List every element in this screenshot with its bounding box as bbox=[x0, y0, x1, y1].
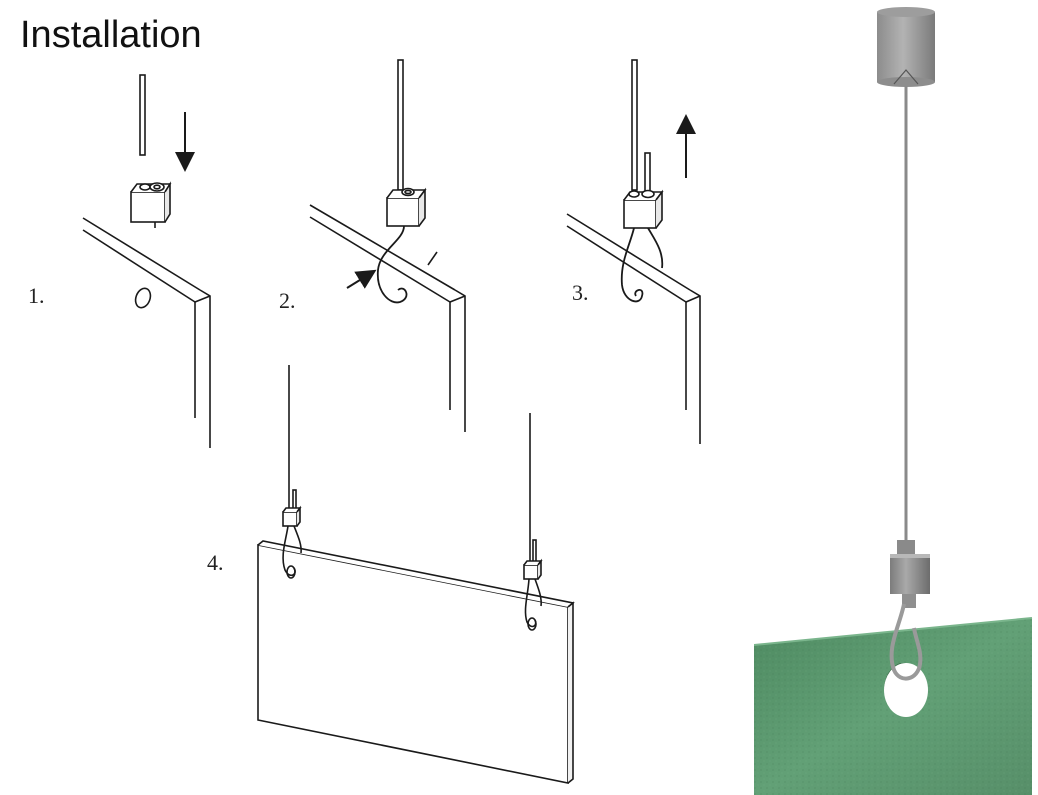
cable-loop bbox=[889, 603, 923, 681]
arrow-right-icon bbox=[346, 269, 377, 289]
cable-loop bbox=[620, 227, 644, 303]
panel-corner bbox=[82, 217, 211, 448]
step-2-label: 2. bbox=[279, 288, 296, 313]
cable-tail bbox=[532, 539, 537, 563]
cable-loop bbox=[293, 525, 302, 554]
cable-loop bbox=[534, 578, 542, 607]
cable-loop bbox=[647, 227, 664, 269]
gripper-icon bbox=[130, 181, 172, 228]
gripper-icon bbox=[282, 505, 302, 527]
product-photo bbox=[754, 7, 1033, 795]
cable-tail bbox=[644, 152, 651, 194]
cable-loop bbox=[377, 225, 408, 304]
cable-rod bbox=[139, 74, 146, 156]
panel-hole bbox=[286, 565, 296, 579]
gripper-icon bbox=[523, 558, 543, 580]
step-3-illustration bbox=[566, 59, 701, 444]
ceiling-cap bbox=[877, 7, 935, 87]
cable-rod bbox=[631, 59, 638, 191]
cable-tail bbox=[292, 489, 297, 511]
step-3-label: 3. bbox=[572, 280, 589, 305]
gripper-icon bbox=[623, 189, 664, 229]
panel-hole bbox=[884, 663, 928, 717]
hanging-panel bbox=[257, 540, 575, 784]
step-4-label: 4. bbox=[207, 550, 224, 575]
panel-corner bbox=[309, 204, 466, 432]
gripper-icon bbox=[890, 540, 930, 608]
step-4-illustration bbox=[257, 365, 575, 784]
page-title: Installation bbox=[20, 14, 202, 56]
installation-diagram bbox=[82, 59, 701, 784]
cable-rod bbox=[397, 59, 404, 191]
panel-corner bbox=[566, 213, 701, 444]
panel-hole bbox=[527, 617, 537, 631]
gripper-icon bbox=[386, 187, 427, 227]
step-1-illustration bbox=[82, 74, 211, 448]
step-1-label: 1. bbox=[28, 283, 45, 308]
step-2-illustration bbox=[309, 59, 466, 432]
